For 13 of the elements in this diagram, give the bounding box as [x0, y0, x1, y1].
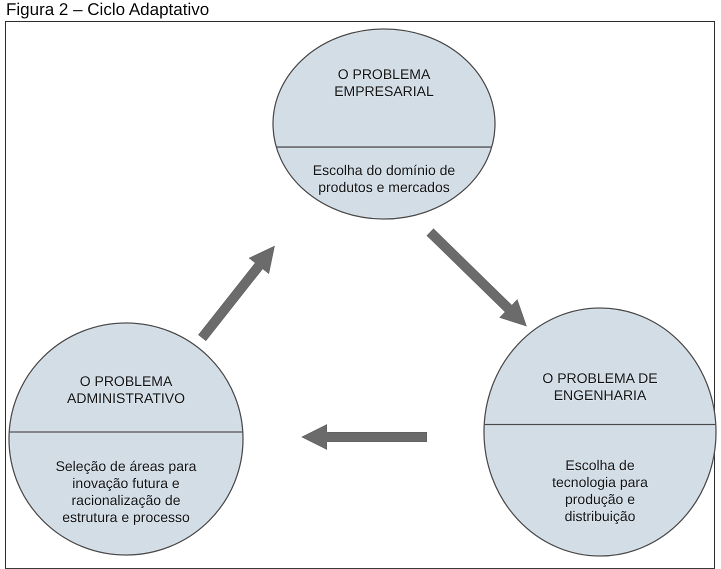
circle-heading: O PROBLEMA ADMINISTRATIVO [66, 373, 186, 408]
circle-heading: O PROBLEMA DE ENGENHARIA [541, 370, 659, 404]
arrow [198, 246, 275, 342]
circle-heading: O PROBLEMA EMPRESARIAL [333, 66, 435, 100]
problem-circle [8, 322, 244, 556]
problem-circle [272, 28, 496, 220]
arrow [301, 424, 427, 450]
problem-circle [483, 307, 717, 557]
circle-description: Escolha de tecnologia para produção e distribuição [551, 457, 649, 525]
figure-title: Figura 2 – Ciclo Adaptativo [6, 0, 210, 20]
arrow [426, 228, 527, 327]
circle-description: Seleção de áreas para inovação futura e racionalização de estrutura e processo [54, 458, 198, 526]
circle-description: Escolha do domínio de produtos e mercados [312, 162, 456, 196]
